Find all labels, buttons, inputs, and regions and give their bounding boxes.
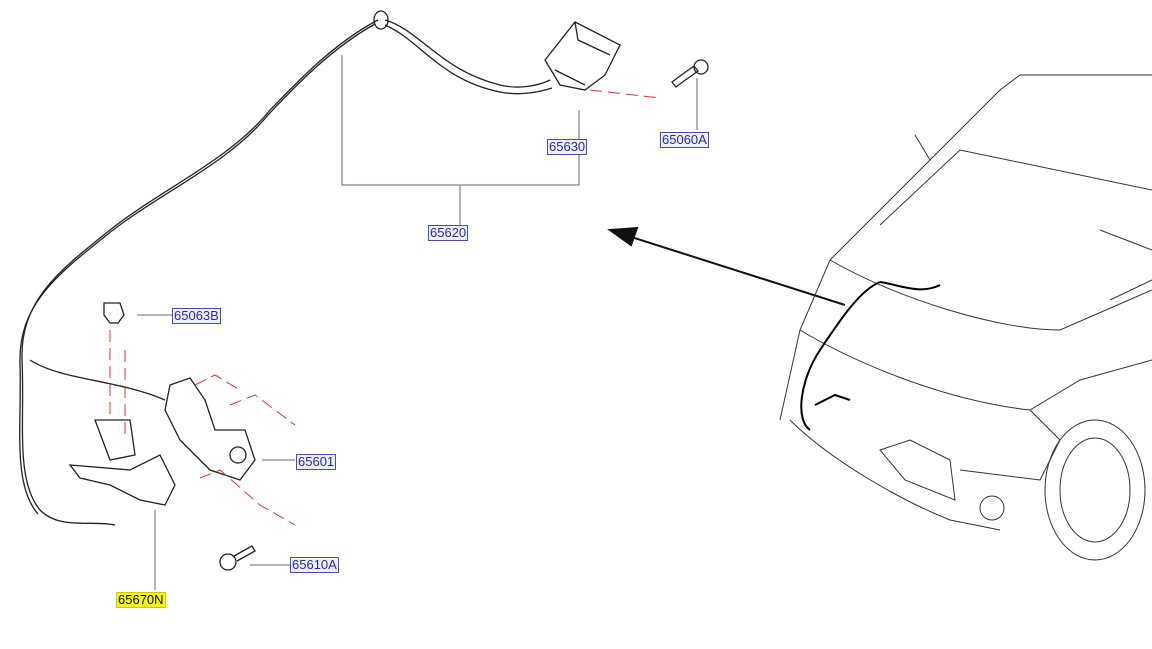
part-label-65063B[interactable]: 65063B [172, 308, 221, 324]
part-label-65620[interactable]: 65620 [428, 225, 469, 241]
part-label-65060A[interactable]: 65060A [660, 132, 709, 148]
van-illustration [779, 74, 1152, 561]
clip-65063B [103, 302, 125, 324]
grommet [373, 10, 389, 30]
part-label-65670N-highlighted[interactable]: 65670N [116, 592, 166, 608]
part-label-65630[interactable]: 65630 [547, 139, 588, 155]
hood-release-cable [21, 19, 379, 526]
bolt-65060A [671, 65, 699, 88]
release-lever-65670N [68, 419, 176, 506]
part-label-65610A[interactable]: 65610A [290, 557, 339, 573]
connector-65630 [544, 21, 621, 91]
bolt-65610A [219, 553, 237, 571]
hood-lock-65601 [164, 377, 256, 481]
part-label-65601[interactable]: 65601 [296, 454, 337, 470]
